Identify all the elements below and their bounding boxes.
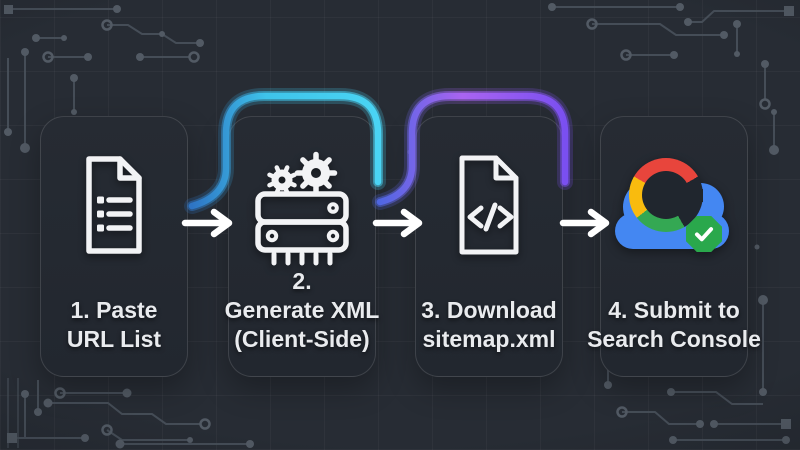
google-cloud-check-icon <box>613 158 735 252</box>
step-label: 2. Generate XML (Client-Side) <box>187 267 417 354</box>
arrow-icon <box>181 208 233 238</box>
step-label-line: 1. Paste <box>70 297 158 323</box>
document-list-icon <box>86 156 142 254</box>
step-label: 3. Download sitemap.xml <box>374 296 604 354</box>
check-badge-icon <box>686 216 722 252</box>
step-icon-area <box>601 135 747 275</box>
step-label-line: 2. <box>292 268 312 294</box>
step-label: 4. Submit to Search Console <box>559 296 789 354</box>
step-card-generate-xml: 2. Generate XML (Client-Side) <box>225 116 379 377</box>
step-card-download-sitemap: 3. Download sitemap.xml <box>415 116 563 377</box>
step-card-paste-url-list: 1. Paste URL List <box>40 116 188 377</box>
step-label-line: sitemap.xml <box>422 326 556 352</box>
step-card-submit-search-console: 4. Submit to Search Console <box>587 116 761 377</box>
step-label-line: (Client-Side) <box>234 326 370 352</box>
checkmark-icon <box>694 227 714 242</box>
step-label: 1. Paste URL List <box>0 296 229 354</box>
step-icon-area <box>229 135 375 275</box>
server-gears-icon <box>255 151 349 266</box>
step-label-line: Generate XML <box>224 297 380 323</box>
step-icon-area <box>41 135 187 275</box>
step-label-line: 3. Download <box>421 297 557 323</box>
google-g-crossbar <box>666 189 703 202</box>
step-icon-area <box>416 135 562 275</box>
step-label-line: URL List <box>66 326 162 352</box>
code-file-icon <box>459 155 519 255</box>
step-label-line: Search Console <box>587 326 761 352</box>
step-label-line: 4. Submit to <box>608 297 740 323</box>
arrow-icon <box>372 208 423 238</box>
